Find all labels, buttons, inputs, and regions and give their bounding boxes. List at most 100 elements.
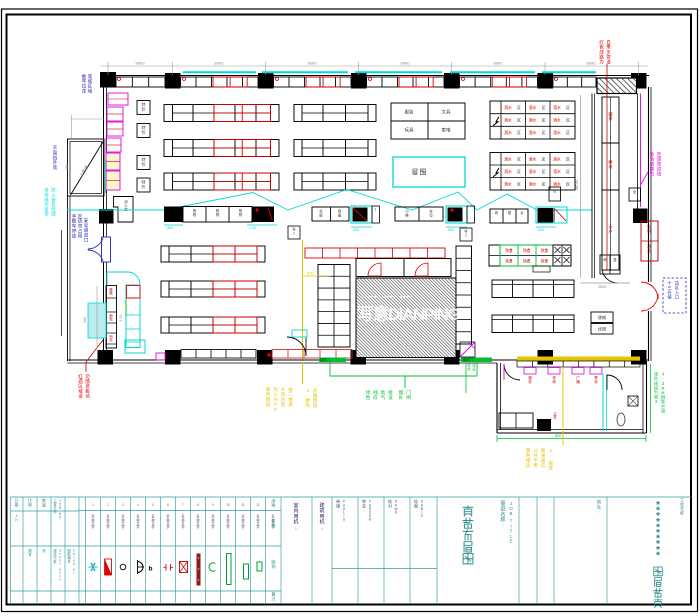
svg-text:酒水: 酒水 <box>529 156 537 161</box>
svg-text:酒水: 酒水 <box>529 118 537 123</box>
svg-text:3.烟感: 3.烟感 <box>548 448 553 471</box>
svg-text:名称: 名称 <box>271 518 275 530</box>
svg-text:便摊: 便摊 <box>598 314 606 320</box>
svg-text:酒水: 酒水 <box>529 169 537 174</box>
svg-text:区: 区 <box>517 119 521 123</box>
svg-text:8: 8 <box>197 503 199 507</box>
svg-text:1.03: 1.03 <box>119 315 123 322</box>
svg-text:区: 区 <box>542 182 546 186</box>
svg-text:名称文字: 名称文字 <box>181 514 185 530</box>
svg-text:名称文字: 名称文字 <box>241 514 245 530</box>
svg-text:日期: 日期 <box>15 499 19 507</box>
svg-text:区: 区 <box>517 170 521 174</box>
svg-text:1: 1 <box>92 503 94 507</box>
svg-text:黄色线段: 黄色线段 <box>266 386 271 408</box>
svg-text:联通通信: 联通通信 <box>541 447 546 469</box>
svg-text:包: 包 <box>553 188 557 193</box>
svg-text:8000: 8000 <box>308 61 318 66</box>
svg-text:红色线路为: 红色线路为 <box>599 39 604 66</box>
svg-text:水产: 水产 <box>609 223 613 233</box>
svg-text:4H: 4H <box>15 514 18 522</box>
svg-text:称重: 称重 <box>338 209 342 218</box>
svg-text:熟食: 熟食 <box>541 259 549 264</box>
svg-text:氧气: 氧气 <box>381 389 386 400</box>
svg-text:区: 区 <box>542 131 546 135</box>
svg-text:500: 500 <box>555 434 561 438</box>
svg-text:500: 500 <box>167 226 173 230</box>
svg-text:名称文字: 名称文字 <box>166 514 170 530</box>
svg-text:空调管道线: 空调管道线 <box>657 151 662 177</box>
svg-text:手推车停放: 手推车停放 <box>72 213 77 240</box>
svg-text:特价: 特价 <box>142 178 146 188</box>
svg-text:服务: 服务 <box>528 375 532 384</box>
svg-text:安全通道口: 安全通道口 <box>84 217 89 244</box>
svg-text:名称文字: 名称文字 <box>136 514 140 530</box>
svg-text:服装: 服装 <box>405 109 414 116</box>
svg-text:生鲜: 生鲜 <box>319 209 323 218</box>
svg-text:等候区域: 等候区域 <box>88 73 93 94</box>
svg-text:货区入口: 货区入口 <box>675 280 680 300</box>
svg-text:带镜:: 带镜: <box>336 499 340 512</box>
svg-text:西点: 西点 <box>109 335 113 343</box>
svg-text:勿随意搬动: 勿随意搬动 <box>85 373 90 400</box>
svg-text:名称文字: 名称文字 <box>121 514 125 530</box>
svg-text:·~·~·~·~·~·~: ·~·~·~·~·~·~ <box>362 292 412 302</box>
svg-text:酒水: 酒水 <box>504 156 512 161</box>
svg-text:酒水: 酒水 <box>529 105 537 110</box>
svg-text:500: 500 <box>307 271 314 276</box>
svg-text:蛋糕: 蛋糕 <box>109 287 113 296</box>
svg-text:十三仓储: 十三仓储 <box>667 280 672 301</box>
svg-text:绘图:: 绘图: <box>414 499 418 512</box>
svg-text:熟食: 熟食 <box>505 259 513 264</box>
svg-text:数量: 数量 <box>42 498 46 507</box>
svg-text:工程名称: 工程名称 <box>53 499 57 514</box>
svg-text:购物: 购物 <box>216 208 220 217</box>
svg-text:专用线为宽带: 专用线为宽带 <box>44 187 49 218</box>
svg-text:防入侵监控线: 防入侵监控线 <box>51 187 56 217</box>
svg-text:接设: 接设 <box>388 389 393 401</box>
svg-text:**********: ********** <box>656 499 661 561</box>
svg-text:8000: 8000 <box>401 61 411 66</box>
svg-text:黄色线段: 黄色线段 <box>526 447 531 469</box>
svg-text:酒水: 酒水 <box>529 181 537 186</box>
svg-text:名称文字: 名称文字 <box>91 514 95 530</box>
svg-text:全: 全 <box>633 189 637 194</box>
svg-text:咨询: 咨询 <box>552 375 556 384</box>
svg-text:1: 1 <box>375 208 377 212</box>
svg-text:地址:: 地址: <box>597 499 602 515</box>
svg-text:图纸编号: 图纸编号 <box>67 549 71 564</box>
svg-text:修改次数: 修改次数 <box>53 548 57 564</box>
svg-text:酒水: 酒水 <box>553 130 561 135</box>
svg-text:酒水: 酒水 <box>553 156 561 161</box>
svg-text:导2: 导2 <box>464 229 467 238</box>
svg-text:称: 称 <box>603 257 607 262</box>
svg-text:自来水管道: 自来水管道 <box>606 39 611 66</box>
svg-text:区: 区 <box>517 131 521 135</box>
svg-text:2: 2 <box>107 503 109 507</box>
svg-text:审定:: 审定: <box>362 499 366 512</box>
svg-text:校对:: 校对: <box>388 499 392 512</box>
svg-text:区: 区 <box>566 170 570 174</box>
svg-text:8000: 8000 <box>136 61 146 66</box>
svg-text:区: 区 <box>542 119 546 123</box>
svg-text:绿色: 绿色 <box>366 389 371 400</box>
svg-text:11: 11 <box>241 503 245 507</box>
svg-text:卷帘门: 卷帘门 <box>320 357 330 362</box>
svg-text:广播: 广播 <box>576 375 580 384</box>
svg-text:重: 重 <box>613 257 617 262</box>
svg-text:38740: 38740 <box>575 180 579 191</box>
svg-text:区: 区 <box>566 131 570 135</box>
svg-text:区: 区 <box>566 182 570 186</box>
svg-text:区: 区 <box>517 106 521 110</box>
svg-text:线段: 线段 <box>472 363 476 372</box>
svg-text:500: 500 <box>353 228 359 232</box>
svg-text:银: 银 <box>508 210 512 215</box>
svg-text:1500: 1500 <box>598 285 606 289</box>
svg-text:面包: 面包 <box>109 313 113 322</box>
svg-text:区: 区 <box>566 119 570 123</box>
